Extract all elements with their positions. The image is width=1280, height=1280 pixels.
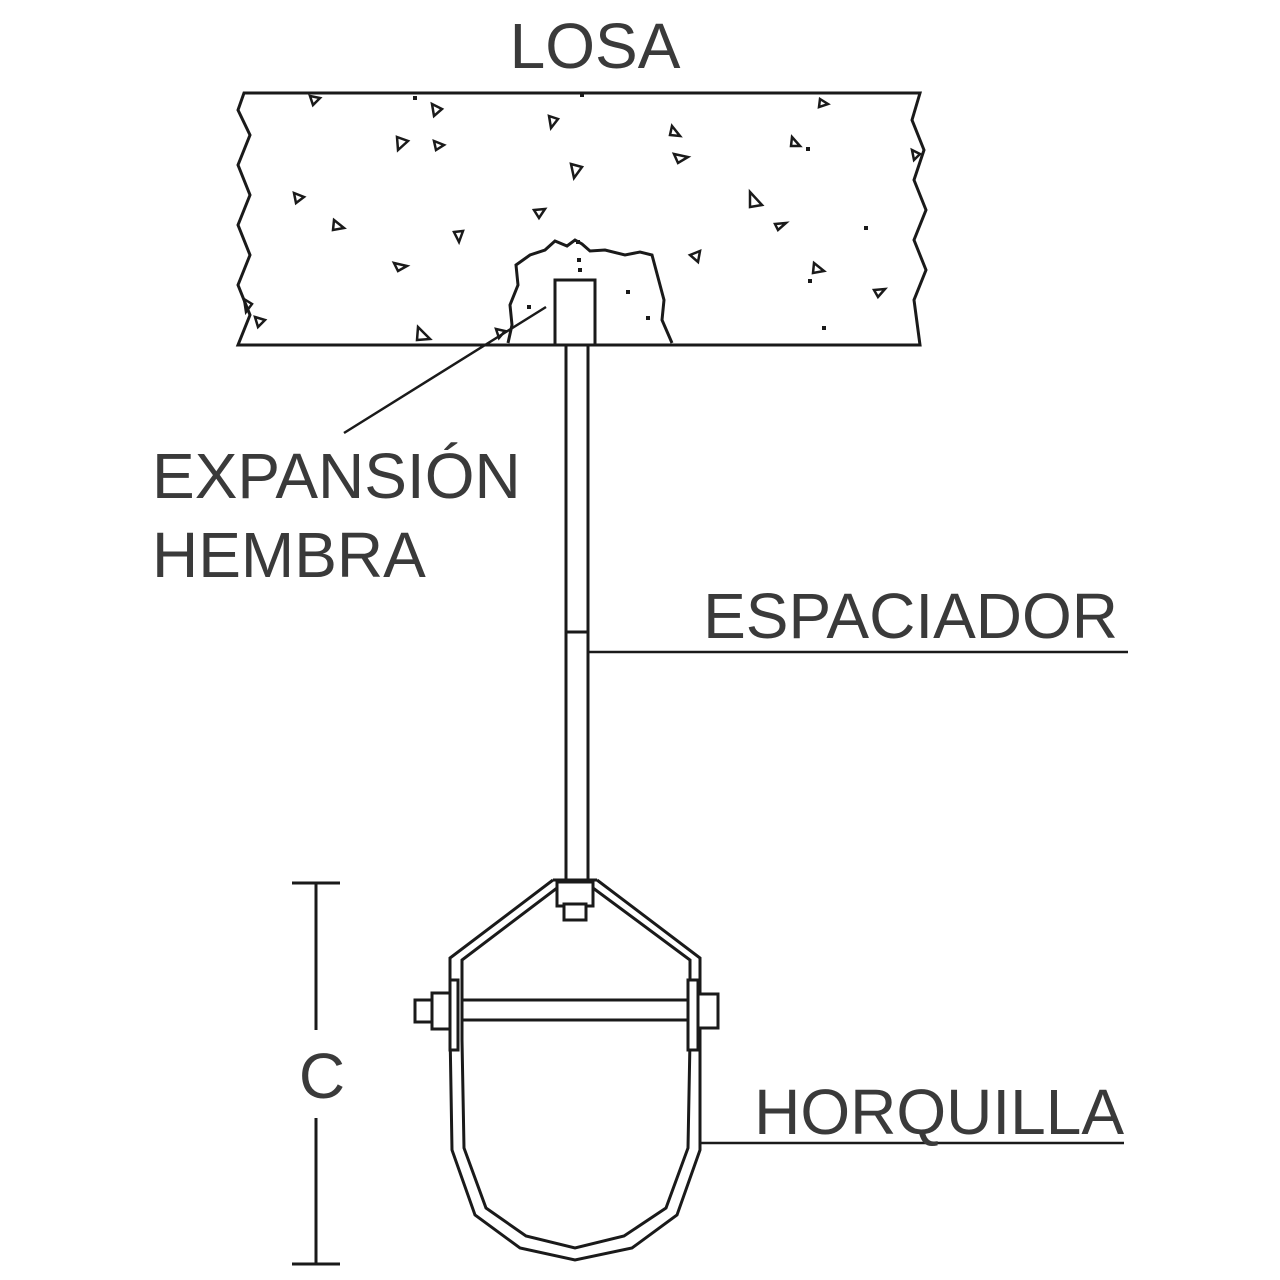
clevis-u-inner [460,975,692,1250]
expansion-anchor [553,278,597,347]
anchor-leader-line [343,305,547,435]
anchor-label-line1: EXPANSIÓN [152,440,521,512]
clevis-hanger [413,878,720,1262]
threaded-rod [564,345,590,880]
dimension-c: C [292,881,345,1266]
left-nut [430,991,452,1031]
top-nut-lower [562,902,588,922]
cross-bolt [460,998,692,1022]
left-washer [448,978,460,1052]
dimension-c-label: C [299,1040,345,1112]
concrete-slab [235,91,928,347]
drilled-cavity [506,238,674,344]
right-nut [696,992,720,1030]
slab-label: LOSA [510,10,681,82]
clamp-label: HORQUILLA [754,1076,1124,1148]
clevis-outer-strap [448,878,702,972]
spacer-label: ESPACIADOR [703,580,1118,652]
clevis-u-outer [448,972,702,1262]
clevis-inner-strap [460,886,692,975]
anchor-label-line2: HEMBRA [152,519,426,591]
top-nut [555,880,595,908]
